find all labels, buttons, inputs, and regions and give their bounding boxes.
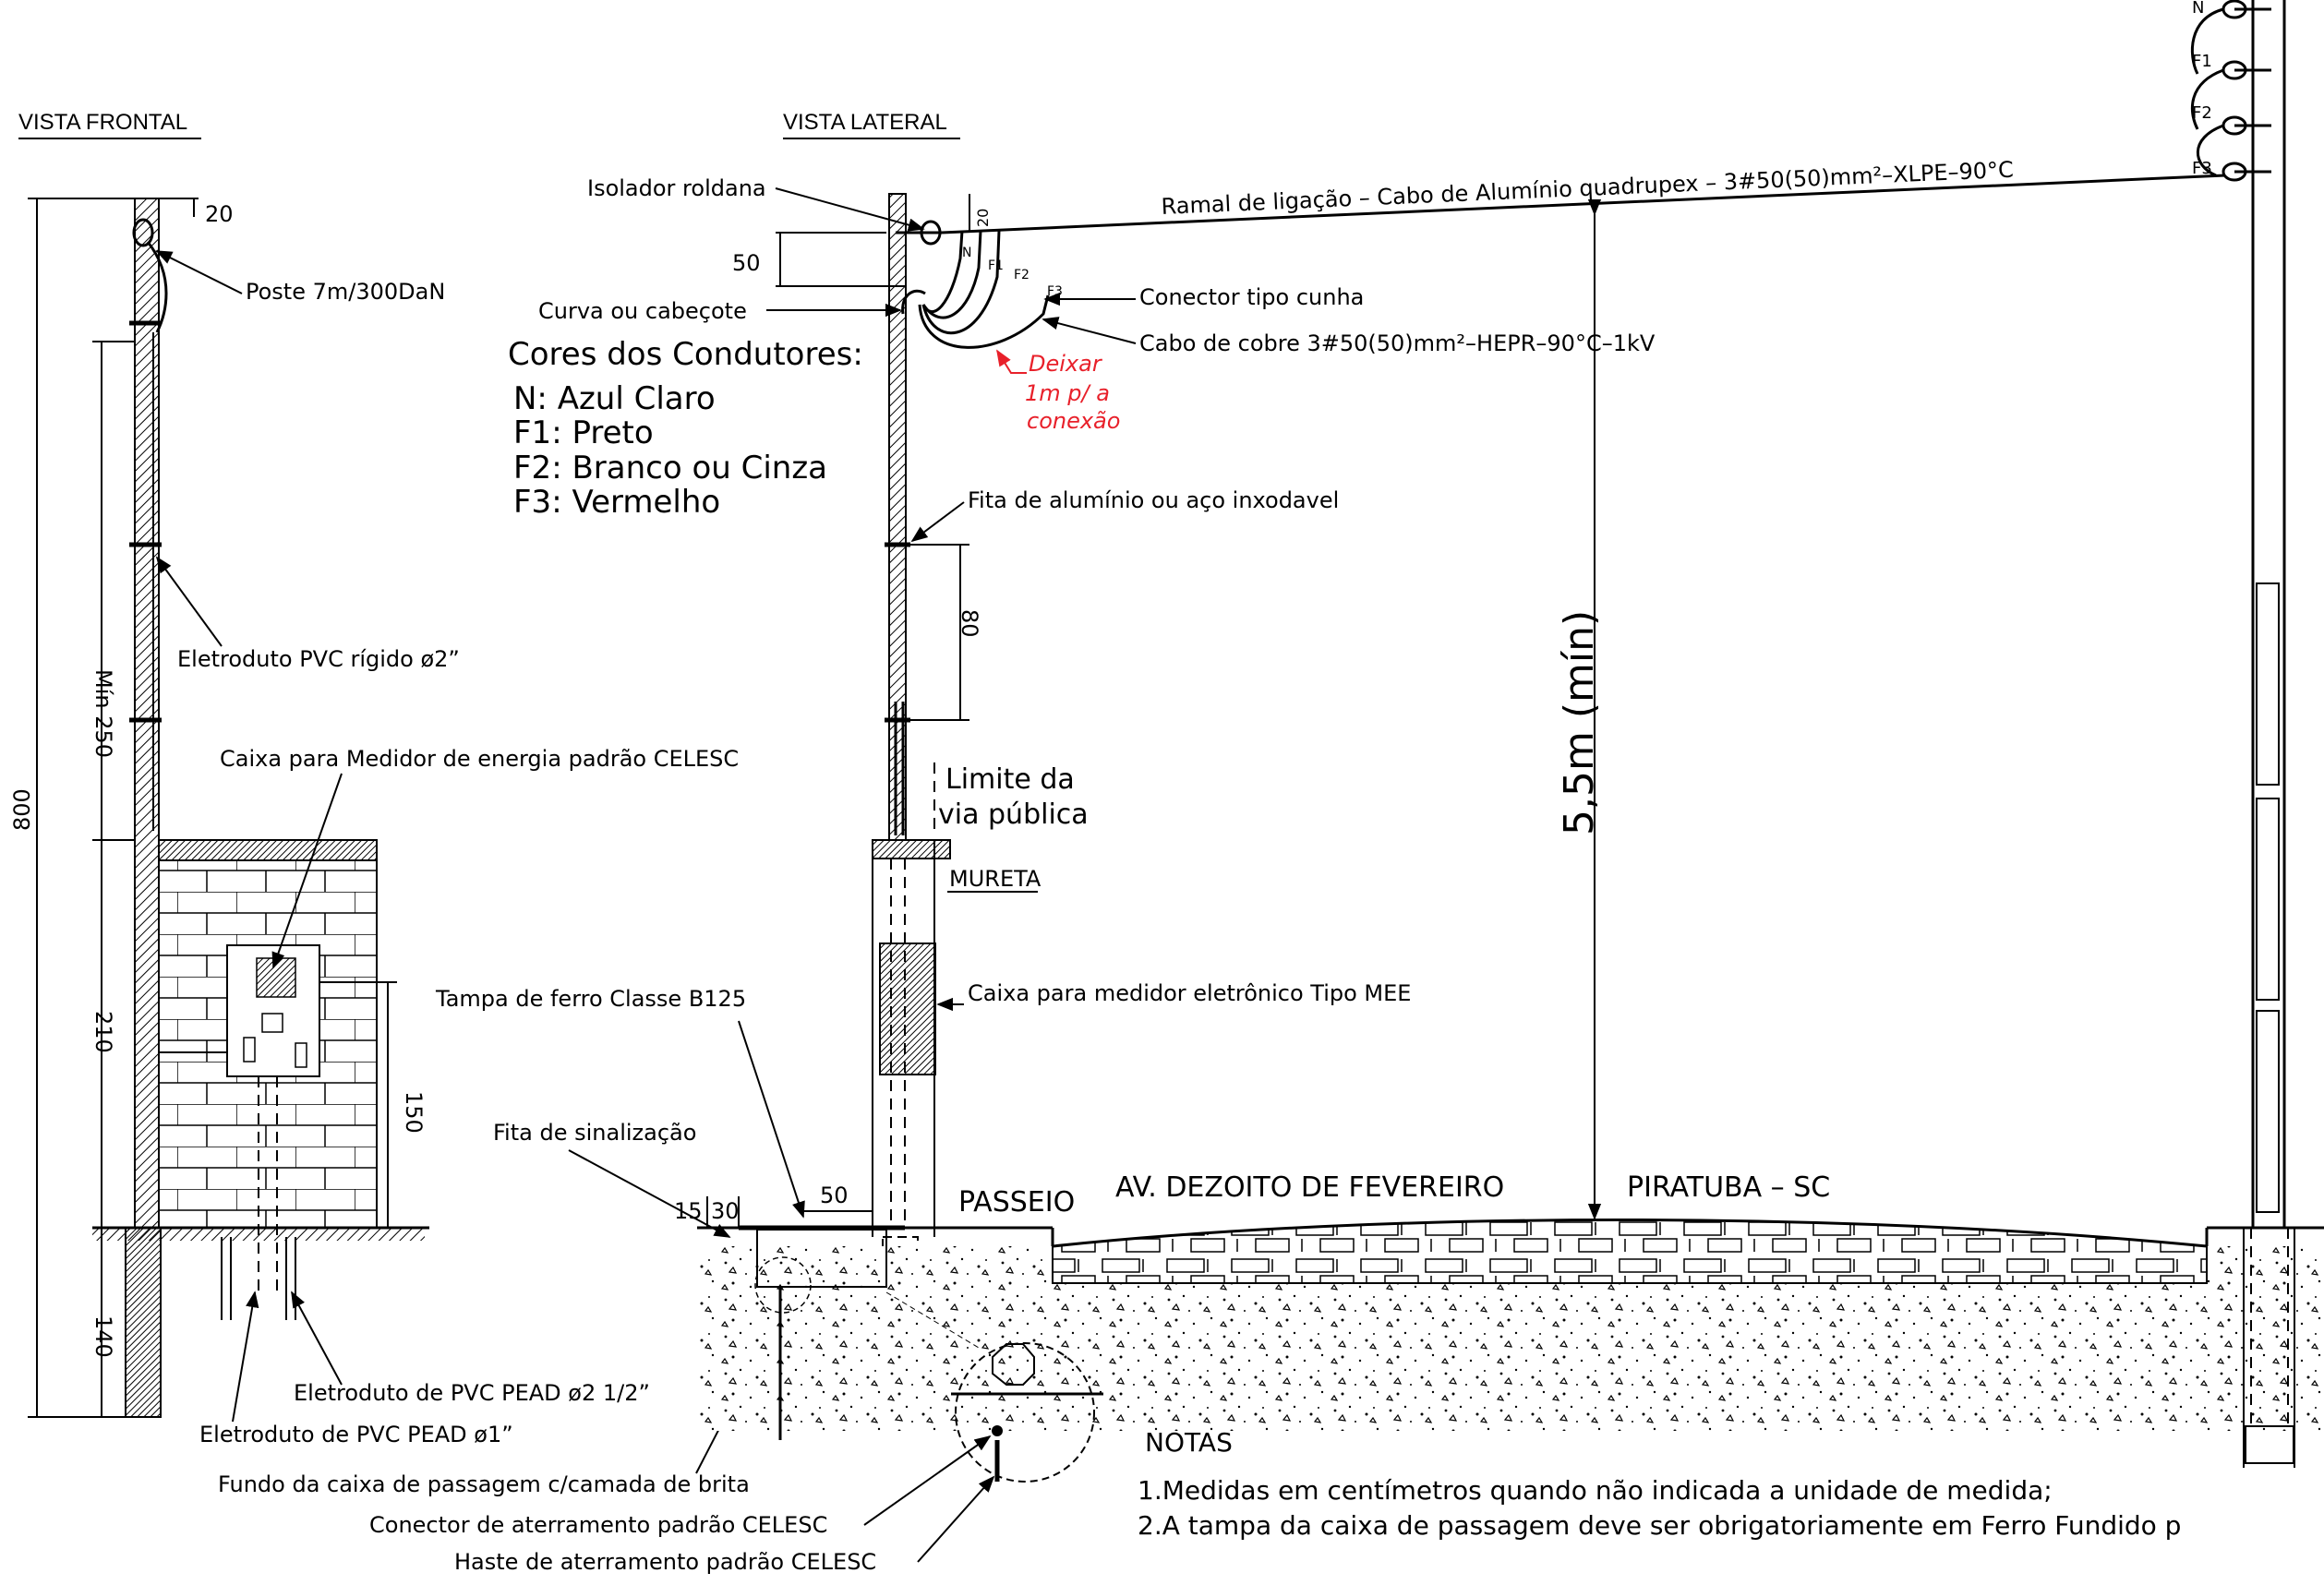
ground-detail	[955, 1342, 1095, 1483]
side-wall-cap	[872, 839, 951, 859]
dim-30: 30	[711, 1198, 740, 1224]
side-tag-f2: F2	[1014, 268, 1030, 282]
dim-top-front: 20	[205, 201, 234, 227]
dim-15: 15	[674, 1198, 703, 1224]
label-street: AV. DEZOITO DE FEVEREIRO	[1115, 1171, 1504, 1204]
label-meter-mee: Caixa para medidor eletrônico Tipo MEE	[968, 980, 1411, 1006]
pole-tag-n: N	[2192, 0, 2204, 18]
label-conduit-pead-1: Eletroduto de PVC PEAD ø1”	[199, 1422, 513, 1447]
label-box-bottom: Fundo da caixa de passagem c/camada de b…	[218, 1471, 750, 1497]
color-f1: F1: Preto	[513, 414, 654, 451]
notes-title: NOTAS	[1145, 1427, 1233, 1458]
label-pole: Poste 7m/300DaN	[246, 279, 445, 305]
front-wall	[158, 839, 378, 861]
label-wedge-connector: Conector tipo cunha	[1139, 284, 1364, 310]
dim-80: 80	[957, 609, 982, 638]
label-leave-note-2: 1m p/ a	[1025, 380, 1110, 406]
pole-tag-f2: F2	[2192, 103, 2212, 123]
side-tag-f1: F1	[988, 258, 1004, 273]
notes: NOTAS 1.Medidas em centímetros quando nã…	[1138, 1427, 2181, 1541]
dim-20-side: 20	[974, 209, 992, 227]
side-tag-n: N	[962, 246, 971, 260]
label-conduit-rigid: Eletroduto PVC rígido ø2”	[177, 646, 460, 672]
colors-title: Cores dos Condutores:	[508, 336, 863, 373]
pole-tag-f3: F3	[2192, 159, 2212, 178]
front-pole	[134, 198, 160, 1229]
label-copper-cable: Cabo de cobre 3#50(50)mm²–HEPR–90°C–1kV	[1139, 330, 1656, 356]
label-curve: Curva ou cabeçote	[538, 298, 747, 324]
label-wall: MURETA	[949, 866, 1042, 892]
pole-tag-f1: F1	[2192, 52, 2212, 71]
street-pole: N F1 F2 F3	[2190, 0, 2295, 1468]
conductor-colors: Cores dos Condutores: N: Azul Claro F1: …	[508, 336, 863, 521]
side-tag-f3: F3	[1047, 284, 1063, 299]
label-ground-rod: Haste de aterramento padrão CELESC	[454, 1549, 876, 1575]
label-road-limit-1: Limite da	[945, 763, 1075, 796]
label-iron-cover: Tampa de ferro Classe B125	[435, 986, 746, 1012]
side-view: N F1 F2 F3 20 50 80	[732, 193, 1063, 1423]
label-height: 5,5m (mín)	[1556, 610, 1603, 835]
front-view-heading: VISTA FRONTAL	[18, 110, 187, 135]
label-insulator: Isolador roldana	[587, 175, 766, 201]
label-sidewalk: PASSEIO	[958, 1186, 1075, 1219]
dim-150: 150	[401, 1091, 427, 1134]
label-road-limit-2: via pública	[938, 799, 1089, 831]
dim-min-250: Mín 250	[90, 669, 116, 758]
side-meter-box	[879, 943, 936, 1075]
label-strap: Fita de alumínio ou aço inxodavel	[968, 487, 1339, 513]
label-warning-tape: Fita de sinalização	[493, 1120, 696, 1146]
front-pole-buried	[125, 1227, 162, 1418]
service-drop-cable	[941, 174, 2226, 234]
note-2: 2.A tampa da caixa de passagem deve ser …	[1138, 1510, 2181, 1541]
label-leave-note-3: conexão	[1027, 408, 1120, 434]
dim-50-bottom: 50	[820, 1183, 849, 1208]
dim-210: 210	[90, 1011, 116, 1053]
label-leave-note-1: Deixar	[1029, 351, 1103, 377]
side-view-heading: VISTA LATERAL	[783, 110, 947, 135]
front-view: 20 800 Mín 250 210 140 150	[9, 198, 429, 1418]
label-city: PIRATUBA – SC	[1627, 1171, 1830, 1204]
color-n: N: Azul Claro	[513, 380, 716, 417]
label-ground-connector: Conector de aterramento padrão CELESC	[369, 1512, 827, 1538]
note-1: 1.Medidas em centímetros quando não indi…	[1138, 1475, 2053, 1506]
color-f2: F2: Branco ou Cinza	[513, 450, 827, 486]
road-surface	[1052, 1219, 2208, 1284]
dim-total: 800	[9, 788, 35, 831]
dim-140: 140	[90, 1315, 116, 1358]
label-service-drop: Ramal de ligação – Cabo de Alumínio quad…	[1161, 157, 2014, 220]
color-f3: F3: Vermelho	[513, 484, 720, 521]
label-conduit-pead-2: Eletroduto de PVC PEAD ø2 1/2”	[294, 1380, 650, 1406]
label-meter-box: Caixa para Medidor de energia padrão CEL…	[220, 746, 739, 772]
dim-50-side: 50	[732, 250, 761, 276]
